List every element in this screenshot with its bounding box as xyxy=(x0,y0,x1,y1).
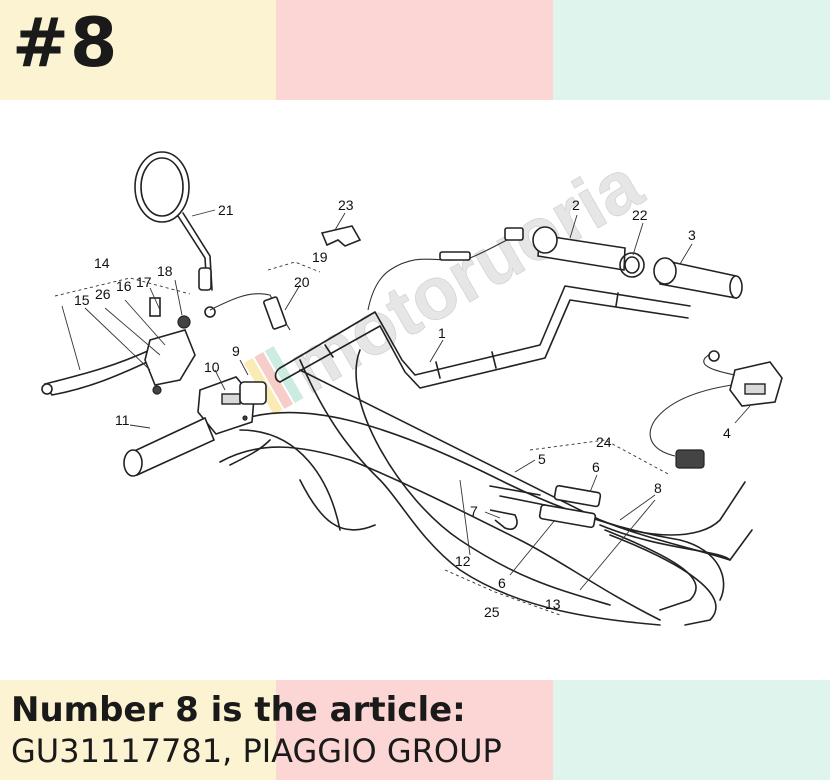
callout-6-top: 6 xyxy=(592,459,600,475)
callout-6-bottom: 6 xyxy=(498,575,506,591)
cable-bracket-part xyxy=(209,225,362,331)
callout-labels: 21 23 2 22 3 14 19 18 17 20 16 26 15 1 9… xyxy=(74,197,731,620)
callout-21: 21 xyxy=(218,202,234,218)
callout-1: 1 xyxy=(438,325,446,341)
header-color-band xyxy=(0,0,830,100)
callout-9: 9 xyxy=(232,343,240,359)
article-heading: Number 8 is the article: xyxy=(11,690,466,730)
watermark-text: motoruoria xyxy=(275,141,655,409)
callout-22: 22 xyxy=(632,207,648,223)
callout-4: 4 xyxy=(723,425,731,441)
part-number-badge: #8 xyxy=(12,4,119,83)
callout-14: 14 xyxy=(94,255,110,271)
callout-13: 13 xyxy=(545,596,561,612)
callout-3: 3 xyxy=(688,227,696,243)
callout-19: 19 xyxy=(312,249,328,265)
article-code: GU31117781, PIAGGIO GROUP xyxy=(11,732,502,770)
callout-23: 23 xyxy=(338,197,354,213)
callout-25: 25 xyxy=(484,604,500,620)
callout-12: 12 xyxy=(455,553,471,569)
callout-20: 20 xyxy=(294,274,310,290)
callout-8: 8 xyxy=(654,480,662,496)
handlebar-part xyxy=(274,285,691,389)
callout-17: 17 xyxy=(136,274,152,290)
lever-part xyxy=(41,297,216,396)
cable-parts xyxy=(219,446,753,626)
footer-color-band xyxy=(0,680,830,780)
callout-24: 24 xyxy=(596,434,612,450)
group-brackets xyxy=(54,261,671,616)
callout-16: 16 xyxy=(116,278,132,294)
callout-2: 2 xyxy=(572,197,580,213)
leader-lines xyxy=(61,209,751,591)
callout-18: 18 xyxy=(157,263,173,279)
exploded-parts-diagram: motoruoria xyxy=(41,141,783,626)
callout-15: 15 xyxy=(74,292,90,308)
callout-26: 26 xyxy=(95,286,111,302)
right-switch-part xyxy=(649,350,783,469)
throttle-grip-part xyxy=(367,226,743,311)
callout-11: 11 xyxy=(115,412,130,428)
left-switch-part xyxy=(123,376,267,477)
callout-7: 7 xyxy=(470,503,478,519)
mirror-part xyxy=(134,151,213,291)
cable-routing xyxy=(229,349,731,626)
callout-5: 5 xyxy=(538,451,546,467)
callout-10: 10 xyxy=(204,359,220,375)
